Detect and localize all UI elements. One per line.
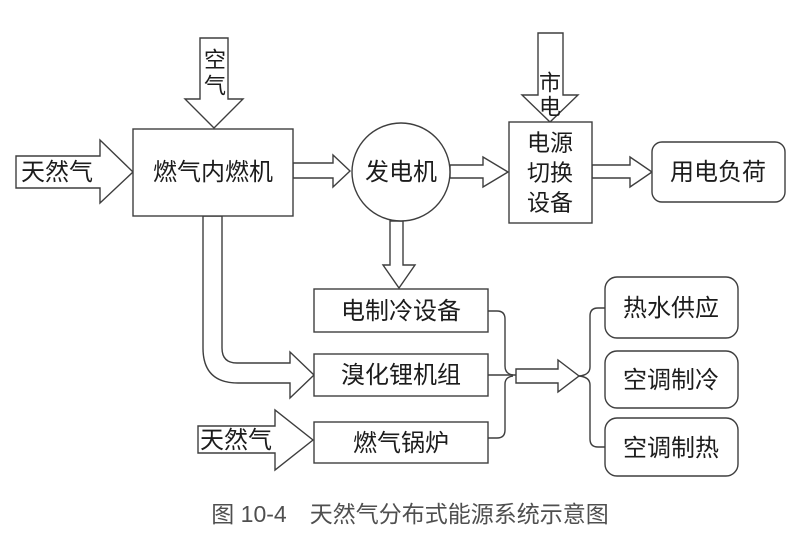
mains-label-char2: 电 <box>539 95 561 120</box>
electric-load-label: 用电负荷 <box>670 159 766 186</box>
power-switch-label-line1: 电源 <box>527 131 573 156</box>
hot-water-label: 热水供应 <box>623 295 719 322</box>
power-switch-label-line3: 设备 <box>527 191 573 216</box>
arrow-junction-to-outputs <box>515 358 581 394</box>
wire-boiler-to-junction <box>488 375 514 439</box>
gas-engine-box <box>132 128 294 217</box>
arrow-generator-to-switch <box>449 155 510 189</box>
arrow-switch-to-load <box>591 155 654 189</box>
natural-gas-top-label: 天然气 <box>21 159 93 186</box>
electric-cooling-box <box>313 288 489 333</box>
electric-cooling-label: 电制冷设备 <box>341 298 461 325</box>
gas-engine-label: 燃气内燃机 <box>153 159 273 186</box>
electric-load-box <box>651 141 786 203</box>
natural-gas-bottom-arrow <box>197 408 315 472</box>
wire-cooling-to-junction <box>488 310 514 376</box>
ac-heating-label: 空调制热 <box>623 435 719 462</box>
arrow-generator-to-cooling <box>381 220 417 290</box>
libr-unit-box <box>313 353 489 397</box>
power-switch-box <box>508 121 593 224</box>
ac-cooling-box <box>604 350 739 409</box>
gas-boiler-box <box>313 421 489 464</box>
mains-inlet-arrow <box>520 32 580 123</box>
hot-water-box <box>604 276 739 339</box>
natural-gas-bottom-label: 天然气 <box>200 427 272 454</box>
power-switch-label-line2: 切换 <box>527 161 573 186</box>
generator-circle <box>351 122 451 222</box>
natural-gas-top-arrow <box>15 138 135 205</box>
wire-junction-to-ac-heating <box>578 375 605 448</box>
air-inlet-arrow <box>183 37 245 129</box>
ac-heating-box <box>604 417 739 477</box>
ac-cooling-label: 空调制冷 <box>623 367 719 394</box>
libr-unit-label: 溴化锂机组 <box>341 362 461 389</box>
arrow-engine-to-generator <box>292 153 352 189</box>
air-label-char2: 气 <box>204 74 226 99</box>
wire-junction-to-hot-water <box>578 307 605 377</box>
gas-boiler-label: 燃气锅炉 <box>353 430 449 457</box>
mains-label-char1: 市 <box>539 71 561 96</box>
figure-caption: 图 10-4 天然气分布式能源系统示意图 <box>211 501 608 527</box>
pipe-engine-to-libr <box>202 215 316 400</box>
air-label-char1: 空 <box>204 48 226 73</box>
generator-label: 发电机 <box>365 159 437 186</box>
